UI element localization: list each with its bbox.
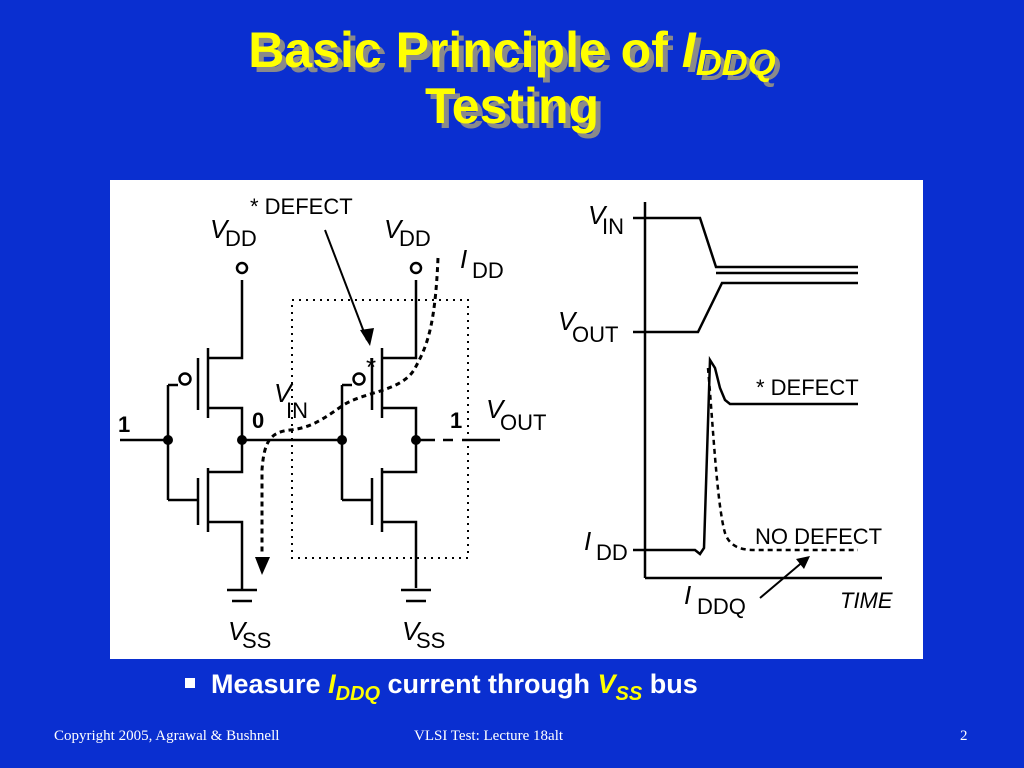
bullet-middle: current through [380, 669, 598, 699]
junction-mid2 [337, 435, 347, 445]
nmos2-source [382, 520, 418, 588]
wave-idd-sub: DD [596, 540, 628, 565]
mid-logic-value: 0 [252, 408, 264, 433]
bullet-point: Measure IDDQ current through VSS bus [185, 664, 945, 704]
title-prefix: Basic Principle of [248, 22, 682, 78]
bullet-var1-sub: DDQ [335, 683, 381, 705]
iddq-arrowhead [796, 556, 810, 569]
circuit-and-waveform-diagram: * DEFECT V DD V DD I DD 1 0 1 V IN V OUT… [118, 194, 893, 653]
vin-sub: IN [286, 398, 308, 423]
wave-time-label: TIME [840, 588, 893, 613]
wave-defect-label: * DEFECT [756, 375, 859, 400]
vout-waveform [645, 281, 858, 334]
defect-star: * [366, 352, 376, 382]
wave-vout-sub: OUT [572, 322, 618, 347]
defect-arrowhead [360, 328, 374, 346]
iddq-figure: * DEFECT V DD V DD I DD 1 0 1 V IN V OUT… [110, 180, 923, 659]
dotted-inverter-box [291, 299, 469, 559]
wave-idd-i: I [584, 526, 591, 556]
pmos1-bubble [178, 372, 192, 386]
vss2-v: V [402, 616, 422, 646]
idd-arrowhead [255, 557, 270, 575]
nmos1-source [208, 520, 244, 588]
vss2-sub: SS [416, 628, 445, 653]
vin-v: V [274, 378, 294, 408]
title-var: I [681, 22, 696, 78]
footer-page-number: 2 [960, 728, 968, 744]
wave-vin-v: V [588, 200, 608, 230]
idd-no-defect-waveform [706, 367, 858, 552]
wave-vout-v: V [558, 306, 578, 336]
vss1-v: V [228, 616, 248, 646]
wave-no-defect-label: NO DEFECT [755, 524, 882, 549]
vdd2-terminal [409, 261, 423, 275]
wave-iddq-i: I [684, 580, 691, 610]
inverter1-output-node [208, 406, 244, 474]
wave-vin-sub: IN [602, 214, 624, 239]
idd-i: I [460, 244, 467, 274]
footer-copyright: Copyright 2005, Agrawal & Bushnell [54, 728, 280, 744]
vdd2-sub: DD [399, 226, 431, 251]
bullet-prefix: Measure [211, 669, 329, 699]
footer-course: VLSI Test: Lecture 18alt [414, 728, 564, 744]
junction-output [411, 435, 421, 445]
vout-sub: OUT [500, 410, 546, 435]
vdd1-terminal [235, 261, 249, 275]
idd-sub: DD [472, 258, 504, 283]
inverter2-output-node [382, 406, 418, 474]
title-var-sub: DDQ [695, 42, 776, 83]
vss1-sub: SS [242, 628, 271, 653]
vdd1-sub: DD [225, 226, 257, 251]
title-line2: Testing [424, 78, 600, 134]
input-logic-value: 1 [118, 412, 130, 437]
pmos2-bubble [352, 372, 366, 386]
idd-defect-waveform [645, 355, 858, 556]
output-logic-value: 1 [450, 408, 462, 433]
pmos1-source [208, 280, 244, 360]
idd-current-path [260, 257, 440, 555]
bullet-var1: I [328, 669, 336, 699]
bullet-var2-sub: SS [615, 683, 643, 705]
vdd2-v: V [384, 214, 404, 244]
junction-mid1 [237, 435, 247, 445]
iddq-arrow-line [759, 559, 806, 599]
junction-input [163, 435, 173, 445]
vin-waveform [645, 216, 858, 269]
slide-title: Basic Principle of IDDQ Testing [0, 22, 1024, 134]
bullet-suffix: bus [642, 669, 698, 699]
pmos2-source [382, 280, 418, 360]
defect-label: * DEFECT [250, 194, 353, 219]
bullet-var2: V [597, 669, 616, 699]
vdd1-v: V [210, 214, 230, 244]
defect-arrow-line [324, 229, 368, 341]
vout-v: V [486, 394, 506, 424]
bullet-square-icon [185, 677, 195, 688]
wave-iddq-sub: DDQ [697, 594, 746, 619]
